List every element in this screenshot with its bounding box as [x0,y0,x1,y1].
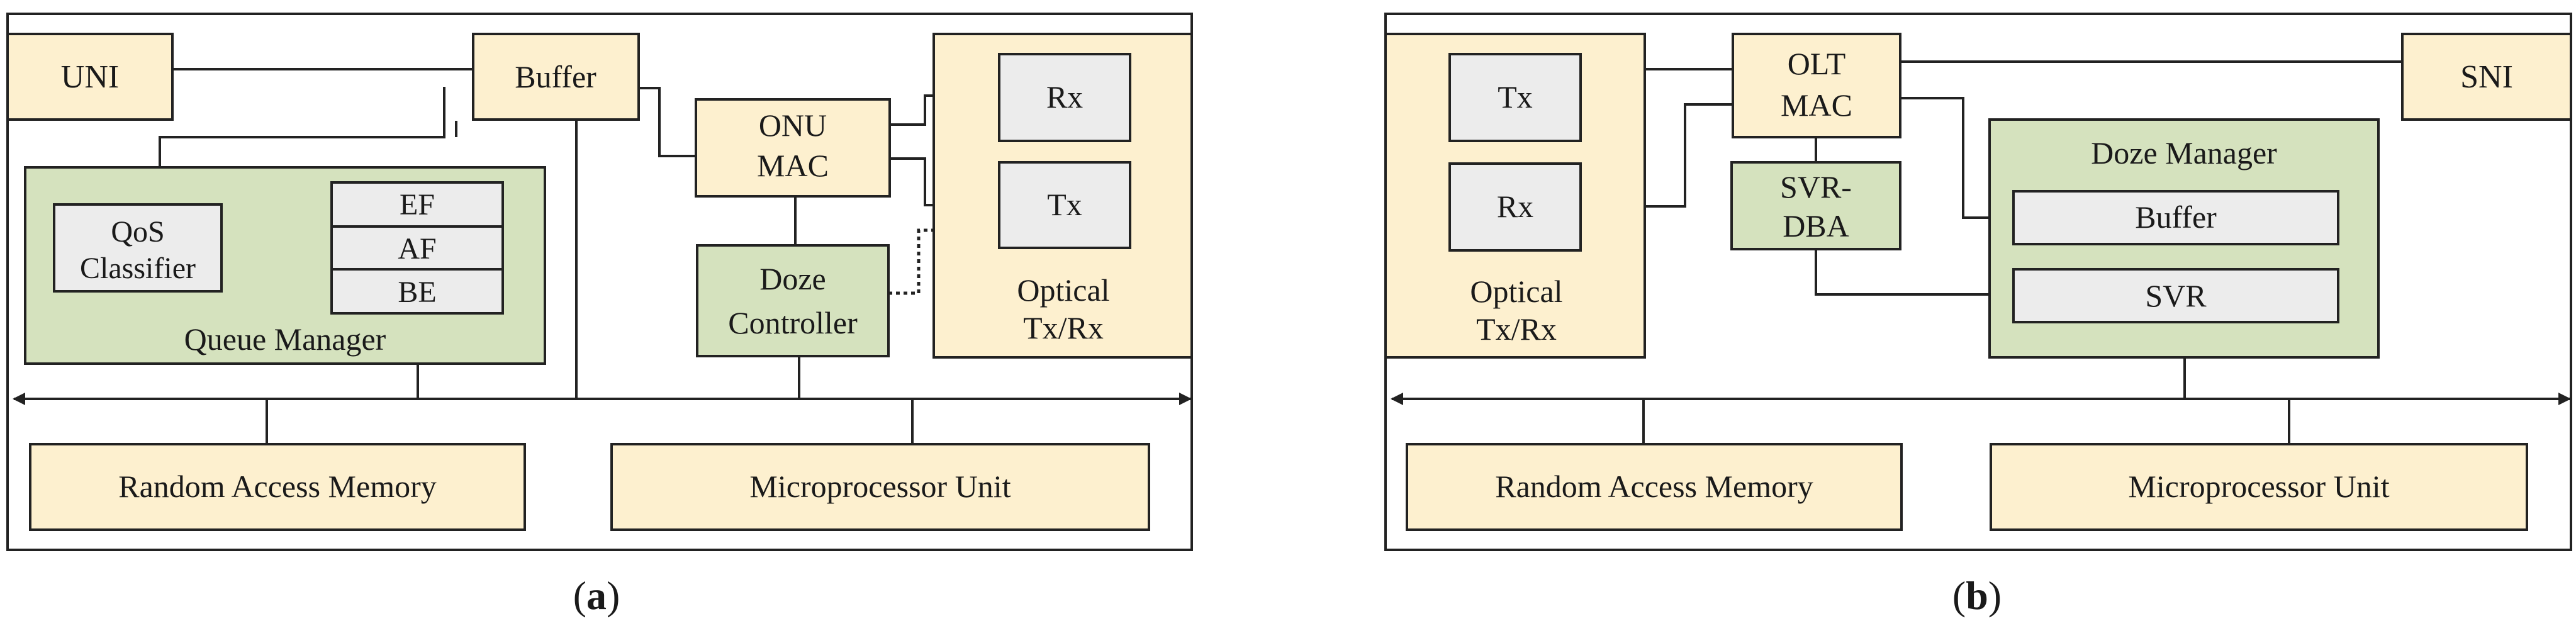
uni-label: UNI [61,59,119,95]
mpu-box-a [610,443,1150,531]
svr-dba-label-line1: SVR- [1780,169,1852,204]
svr-dba-box [1730,161,1901,250]
panel-b: Optical Tx/Rx Tx Rx OLT MAC SVR- DBA SNI… [1384,13,2572,618]
doze-controller-label-line1: Doze [759,261,826,296]
tx-label-b: Tx [1498,79,1533,115]
svr-dba-label-line2: DBA [1783,208,1849,243]
rx-box-a [998,53,1131,142]
ef-label: EF [400,188,435,221]
sni-label: SNI [2460,59,2513,95]
tx-box-b [1448,53,1582,142]
onu-mac-label-line1: ONU [759,108,827,143]
sni-box [2401,33,2572,121]
mpu-box-b [1990,443,2528,531]
olt-mac-box [1732,33,1901,138]
mpu-label-a: Microprocessor Unit [749,469,1011,504]
rx-label-a: Rx [1046,79,1083,115]
af-label: AF [398,232,436,265]
svr-label: SVR [2145,278,2207,313]
qos-label-line1: QoS [111,215,164,249]
ram-label-b: Random Access Memory [1495,469,1813,504]
doze-controller-label-line2: Controller [728,305,858,340]
doze-controller-box [696,244,890,357]
rx-box-b [1448,162,1582,252]
be-label: BE [398,276,436,309]
panel-a: Optical Tx/Rx UNI Buffer Queue Manager Q… [6,13,1193,618]
onu-mac-box [695,98,891,198]
buffer-box-a [472,33,640,121]
optical-label-line1-a: Optical [1017,272,1109,308]
ram-label-a: Random Access Memory [118,469,436,504]
af-queue-box [330,225,504,271]
ram-box-a [29,443,526,531]
caption-a: (a) [573,573,620,618]
caption-b: (b) [1952,573,2002,618]
qos-label-line2: Classifier [80,252,196,285]
be-queue-box [330,268,504,315]
wire-doze-tx-dashed [888,228,999,295]
qos-classifier-box [53,203,223,293]
optical-label-line2-b: Tx/Rx [1476,311,1557,347]
wire-buffer-onumac [639,87,696,157]
uni-box [6,33,174,121]
olt-mac-label-line1: OLT [1788,46,1846,81]
tx-label-a: Tx [1047,187,1082,222]
svr-box [2012,268,2339,323]
mpu-label-b: Microprocessor Unit [2128,469,2389,504]
ram-box-b [1406,443,1903,531]
buffer-box-b [2012,190,2339,245]
queue-manager-label: Queue Manager [184,321,386,357]
onu-mac-label-line2: MAC [757,148,829,183]
wire-svrdba-svr [1815,249,2013,296]
buffer-label-a: Buffer [515,59,596,94]
optical-label-line1-b: Optical [1470,274,1562,309]
tx-box-a [998,161,1131,249]
olt-mac-label-line2: MAC [1781,87,1852,123]
ef-queue-box [330,181,504,228]
optical-label-line2-a: Tx/Rx [1023,310,1104,345]
rx-label-b: Rx [1497,189,1533,224]
doze-manager-label: Doze Manager [2091,135,2277,170]
buffer-label-b: Buffer [2135,199,2217,235]
